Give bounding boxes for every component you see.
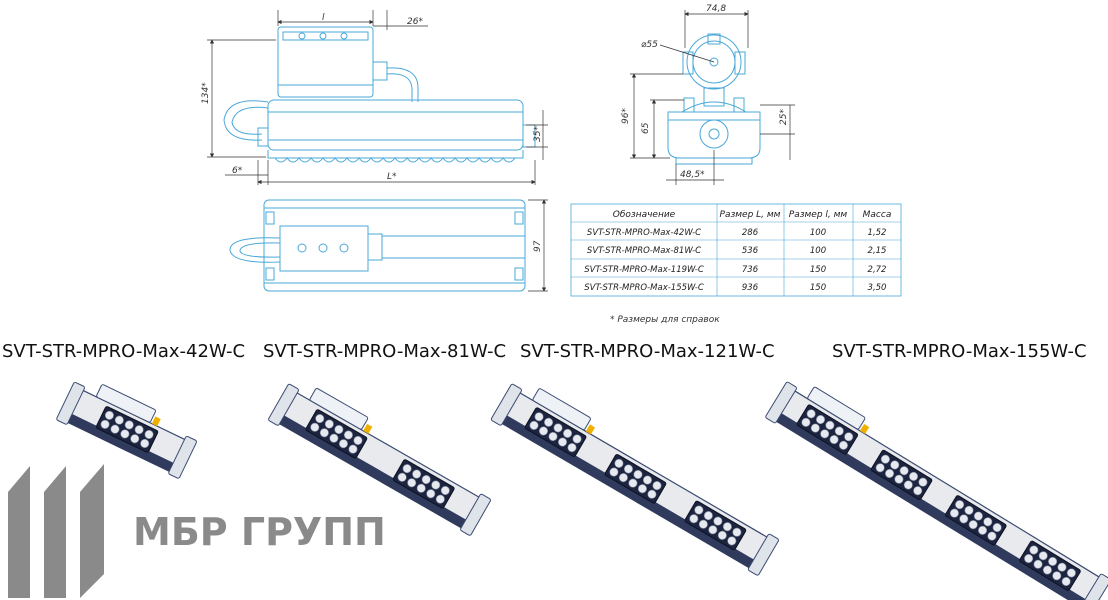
dim-front-96: 96*	[621, 108, 631, 124]
dim-side-l: l	[322, 13, 325, 23]
mbr-logo-mark	[8, 464, 104, 598]
product-body	[268, 383, 491, 536]
product-image-121w	[490, 383, 779, 576]
top-view-dimensions	[528, 199, 548, 292]
dim-side-6: 6*	[232, 166, 243, 176]
led-module	[524, 407, 587, 457]
led-module	[870, 449, 933, 501]
table-header-designation: Обозначение	[613, 210, 676, 220]
dim-front-485: 48,5*	[680, 170, 705, 180]
product-image-81w	[268, 383, 491, 536]
top-view-drawing	[229, 199, 526, 292]
table-cell: 3,50	[868, 283, 887, 293]
led-module	[684, 500, 747, 551]
product-title-155w: SVT-STR-MPRO-Max-155W-C	[832, 341, 1087, 362]
product-image-155w	[765, 381, 1108, 600]
table-header-size-L: Размер L, мм	[720, 210, 781, 220]
spec-table: Обозначение Размер L, мм Размер l, мм Ма…	[570, 203, 902, 297]
product-title-42w: SVT-STR-MPRO-Max-42W-C	[2, 341, 245, 362]
side-view-dimensions	[207, 10, 548, 185]
led-module	[796, 404, 859, 455]
dim-top-97: 97	[533, 240, 543, 252]
dim-front-55: ⌀55	[641, 40, 658, 50]
table-cell: 150	[810, 283, 826, 293]
product-title-121w: SVT-STR-MPRO-Max-121W-C	[520, 341, 775, 362]
led-module	[305, 409, 368, 459]
table-cell: 100	[810, 228, 826, 238]
product-image-42w	[56, 381, 197, 479]
dim-side-35: 35*	[533, 126, 543, 142]
table-cell: 2,15	[868, 246, 887, 256]
table-cell: 1,52	[868, 228, 887, 238]
logo-text: МБР ГРУПП	[133, 510, 386, 554]
table-cell: SVT-STR-MPRO-Max-155W-C	[584, 283, 704, 293]
product-body	[56, 381, 197, 479]
table-cell: 536	[742, 246, 759, 256]
front-view-dimensions	[630, 10, 795, 185]
table-cell: 736	[742, 265, 759, 275]
table-header-mass: Масса	[863, 210, 892, 220]
dim-side-26: 26*	[407, 17, 423, 27]
footnote: * Размеры для справок	[610, 315, 720, 325]
table-cell: 2,72	[868, 265, 887, 275]
side-view-drawing	[223, 26, 536, 163]
front-view-drawing	[667, 33, 761, 165]
product-body	[490, 383, 779, 576]
table-cell: 100	[810, 246, 826, 256]
table-cell: SVT-STR-MPRO-Max-42W-C	[587, 228, 701, 238]
table-cell: 286	[742, 228, 759, 238]
product-body	[765, 381, 1108, 600]
table-cell: SVT-STR-MPRO-Max-119W-C	[584, 265, 704, 275]
led-module	[1019, 540, 1081, 591]
dim-front-25: 25*	[779, 109, 789, 125]
table-cell: 936	[742, 283, 759, 293]
dim-front-65: 65	[641, 122, 651, 134]
product-title-81w: SVT-STR-MPRO-Max-81W-C	[263, 341, 506, 362]
dim-side-134: 134*	[201, 82, 211, 104]
table-cell: SVT-STR-MPRO-Max-81W-C	[587, 246, 701, 256]
dim-front-748: 74,8	[706, 4, 726, 14]
led-module	[945, 495, 1007, 546]
led-module	[95, 406, 159, 453]
table-cell: 150	[810, 265, 826, 275]
table-header-size-l: Размер l, мм	[789, 210, 848, 220]
led-module	[392, 459, 455, 509]
dim-side-L: L*	[387, 172, 397, 182]
led-module	[604, 454, 667, 504]
